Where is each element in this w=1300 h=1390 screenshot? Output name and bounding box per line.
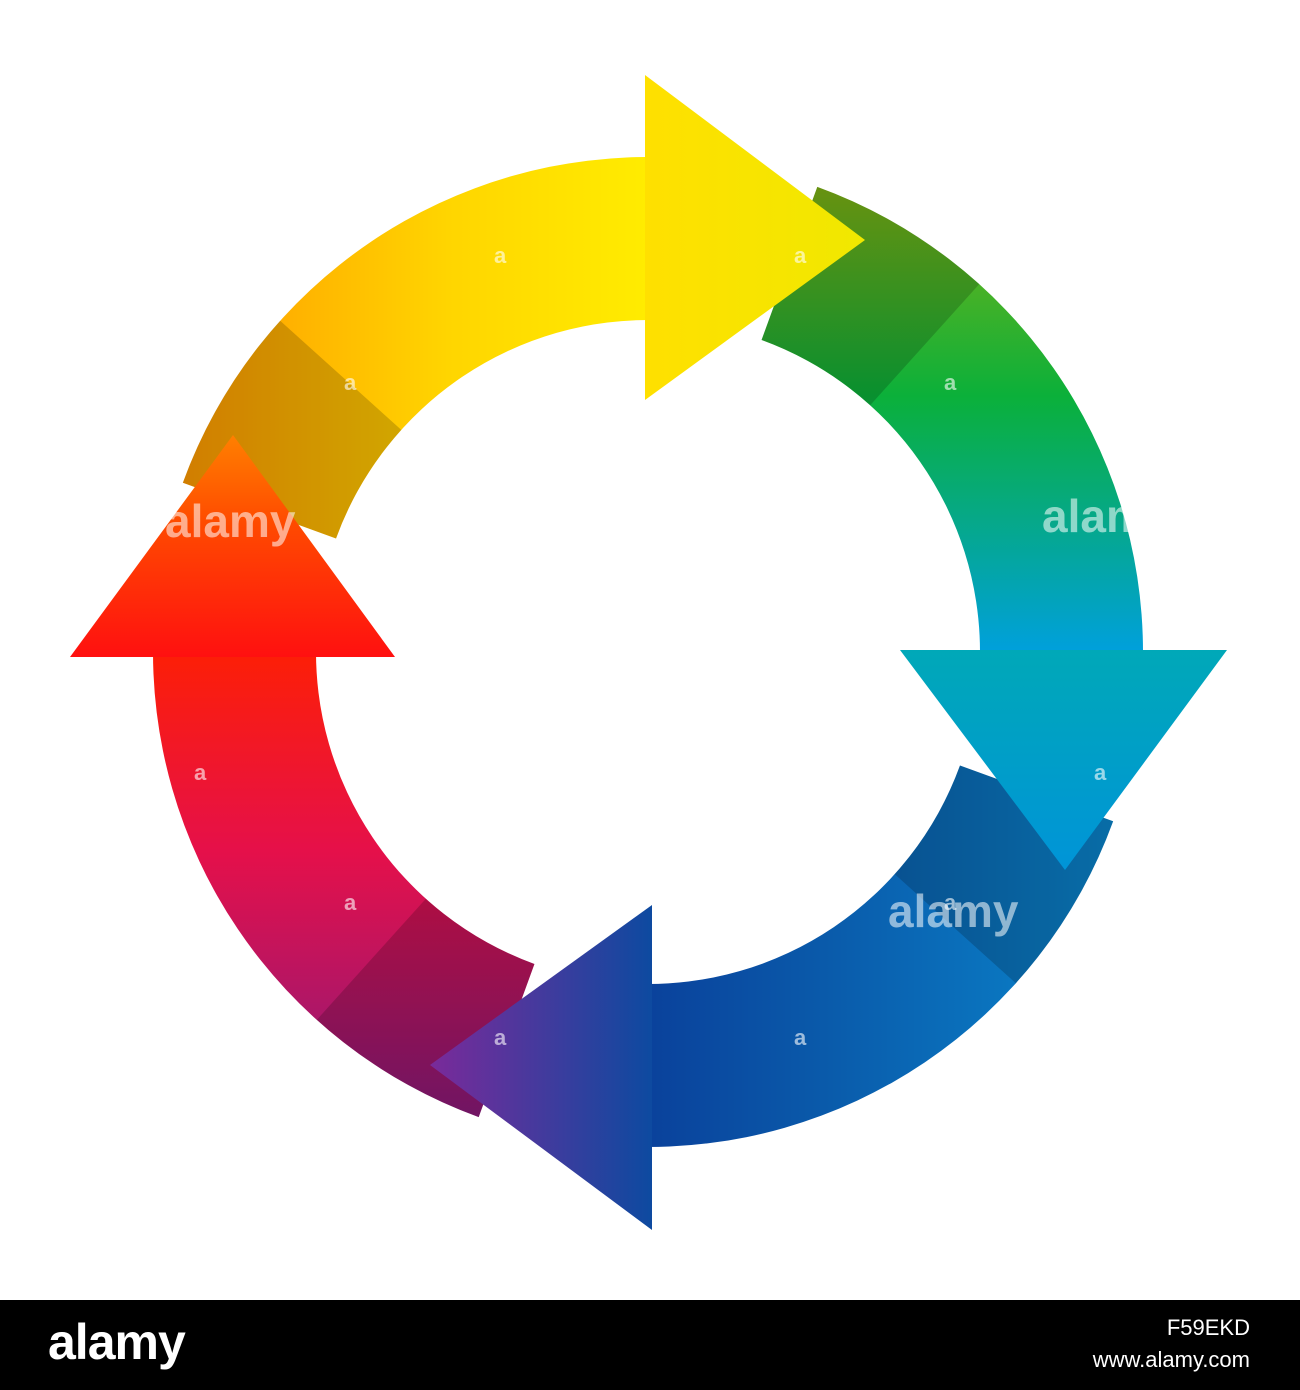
watermark-mark: a — [494, 243, 507, 268]
arrowhead-cyan — [900, 650, 1227, 870]
watermark-mark: a — [1094, 760, 1107, 785]
watermark-bottom: alamy — [888, 885, 1019, 937]
watermark-mark: a — [794, 243, 807, 268]
watermark-mark: a — [944, 370, 957, 395]
watermark-mark: a — [344, 370, 357, 395]
watermark-mark: a — [944, 890, 957, 915]
watermark-mark: a — [794, 1025, 807, 1050]
site-url: www.alamy.com — [1092, 1347, 1250, 1372]
ring-segment-green — [761, 186, 1143, 652]
footer-logo: alamy — [48, 1314, 186, 1370]
arrowhead-yellow — [645, 75, 865, 400]
image-id: F59EKD — [1166, 1315, 1250, 1340]
watermark-mark: a — [194, 760, 207, 785]
ring-segment-red — [153, 634, 535, 1118]
arrowhead-red — [70, 435, 395, 657]
watermark-mark: a — [494, 1025, 507, 1050]
arrowhead-purple — [430, 905, 652, 1230]
watermark-mark: a — [344, 890, 357, 915]
footer-bar: alamy F59EKD www.alamy.com — [0, 1300, 1300, 1390]
arrowhead-layer — [70, 75, 1227, 1230]
ring-segment-blue — [630, 765, 1114, 1147]
watermark-mark: a — [794, 610, 807, 635]
ring-segment-yellow — [182, 157, 666, 539]
watermark-left: alamy — [165, 495, 296, 547]
watermark-right: alamy — [1042, 490, 1173, 542]
footer-id-block: F59EKD www.alamy.com — [1093, 1312, 1250, 1376]
watermark-mark: a — [494, 610, 507, 635]
